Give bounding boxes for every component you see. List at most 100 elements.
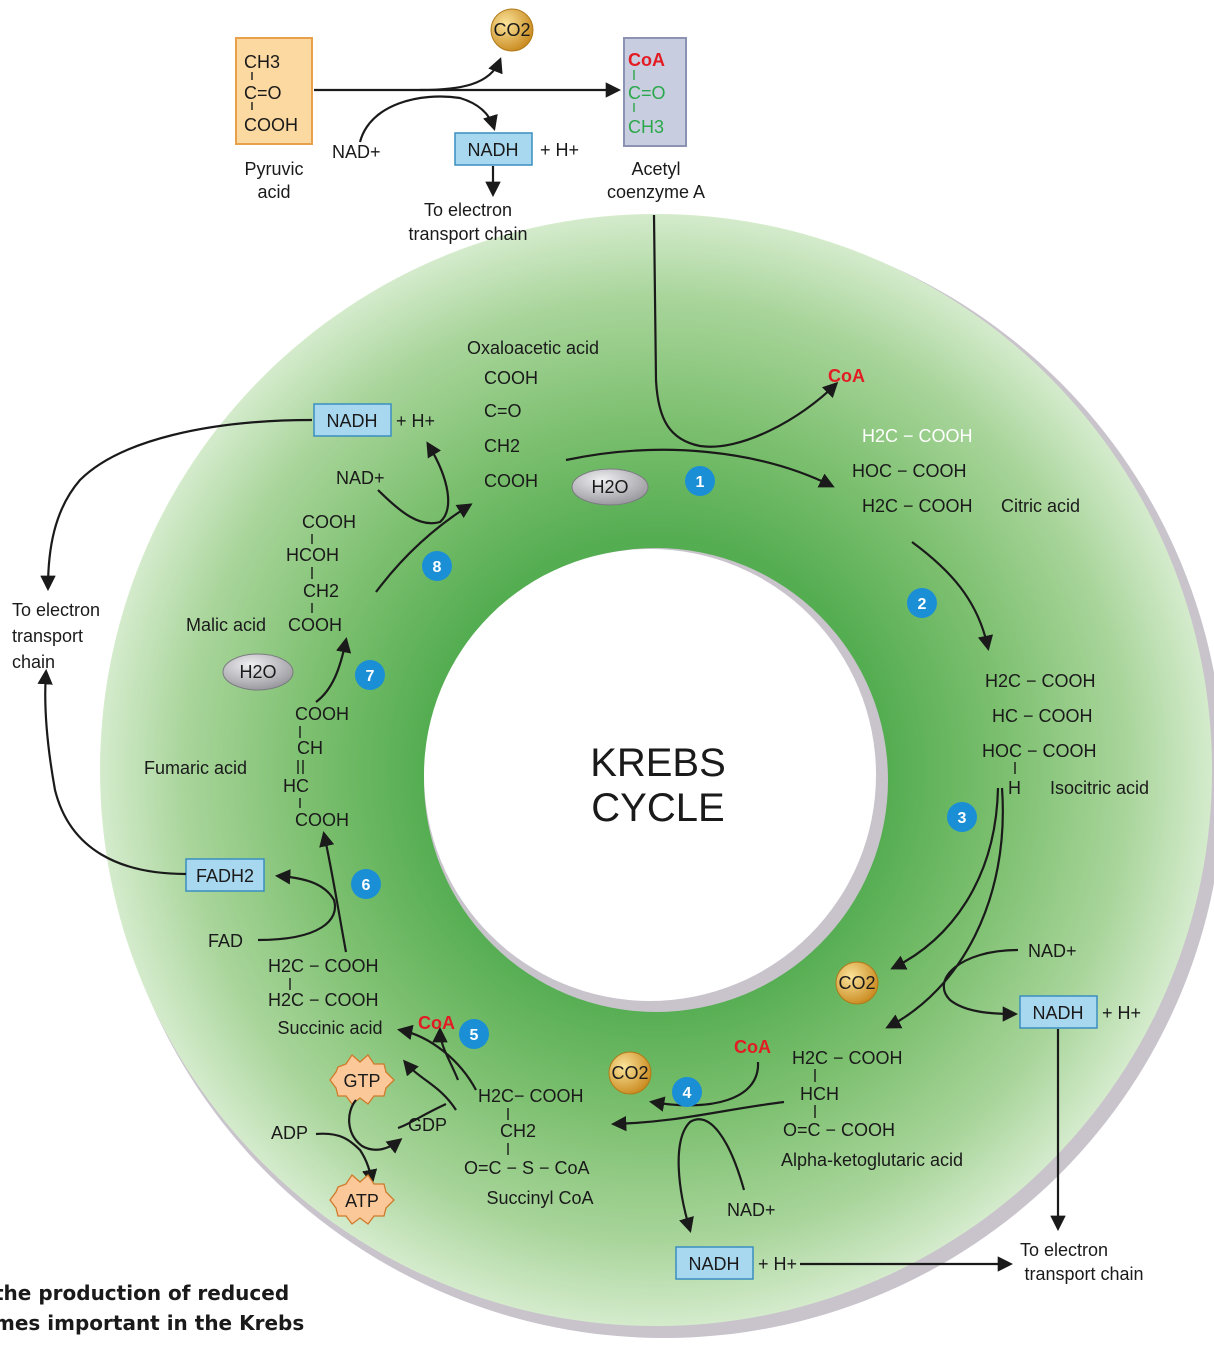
- succinic-acid: H2C − COOH H2C − COOH Succinic acid: [268, 956, 383, 1038]
- isocitric-line: HOC − COOH: [982, 741, 1097, 761]
- arrow-step7: [315, 636, 352, 703]
- arrow-step5-main: [396, 1024, 477, 1091]
- nadh-step3: NADH: [1019, 995, 1098, 1029]
- nad-step4: NAD+: [727, 1200, 776, 1220]
- h2o-step7: H2O: [222, 653, 294, 691]
- arrow-nad-to-nadh-top: [358, 95, 498, 143]
- nadh-step4-label: NADH: [688, 1254, 739, 1274]
- malic-line: CH2: [303, 581, 339, 601]
- fumaric-line: HC: [283, 776, 309, 796]
- etc-top-line1: To electron: [424, 200, 512, 220]
- adp-label: ADP: [271, 1123, 308, 1143]
- fadh2-label: FADH2: [196, 866, 254, 886]
- gtp-badge: GTP: [329, 1054, 395, 1105]
- step-badge-1: 1: [685, 466, 715, 496]
- succinic-line: H2C − COOH: [268, 956, 379, 976]
- arrow-gdp-branch: [397, 1103, 447, 1130]
- acetyl-coa: CoA C=O CH3 Acetyl coenzyme A: [607, 37, 705, 202]
- arrow-step5-coa: [432, 1026, 460, 1081]
- co2-step3: CO2: [835, 961, 879, 1005]
- succinic-line: H2C − COOH: [268, 990, 379, 1010]
- malic-name: Malic acid: [186, 615, 266, 635]
- nadh-step8-label: NADH: [326, 411, 377, 431]
- arrow-step8: [375, 503, 473, 593]
- acetyl-name2: coenzyme A: [607, 182, 705, 202]
- pyruvic-box: [235, 37, 313, 145]
- succinic-name: Succinic acid: [277, 1018, 382, 1038]
- fumaric-line: COOH: [295, 810, 349, 830]
- nadh-step4-hplus: + H+: [758, 1254, 797, 1274]
- alpha-name: Alpha-ketoglutaric acid: [781, 1150, 963, 1170]
- arrow-step8-nad: [377, 441, 450, 525]
- citric-acid: H2C − COOH HOC − COOH H2C − COOH Citric …: [852, 426, 1080, 516]
- succinyl-line: CH2: [500, 1121, 536, 1141]
- nadh-top-hplus: + H+: [540, 140, 579, 160]
- pyruvic-name1: Pyruvic: [244, 159, 303, 179]
- oxaloacetic-line: CH2: [484, 436, 520, 456]
- nadh-step3-hplus: + H+: [1102, 1003, 1141, 1023]
- malic-line: HCOH: [286, 545, 339, 565]
- fumaric-line: CH: [297, 738, 323, 758]
- h2o-step7-label: H2O: [239, 662, 276, 682]
- succinyl-line: H2C− COOH: [478, 1086, 584, 1106]
- pyruvic-name2: acid: [257, 182, 290, 202]
- arrow-fadh2-to-etc: [37, 668, 187, 876]
- citric-line: HOC − COOH: [852, 461, 967, 481]
- arrow-gtp-gdp: [348, 1099, 403, 1154]
- isocitric-line: HC − COOH: [992, 706, 1093, 726]
- arrow-step4-co2: [648, 1061, 760, 1112]
- malic-line: COOH: [288, 615, 342, 635]
- caption-line1: the production of reduced: [0, 1281, 289, 1305]
- step-badge-2: 2: [907, 588, 937, 618]
- arrow-adp-atp: [315, 1132, 378, 1186]
- step-badge-4: 4: [672, 1077, 702, 1107]
- nadh-step8-hplus: + H+: [396, 411, 435, 431]
- arrow-step4-nadh: [677, 1118, 746, 1233]
- gdp-label: GDP: [408, 1115, 447, 1135]
- step-number: 3: [958, 810, 967, 827]
- citric-line: H2C − COOH: [862, 496, 973, 516]
- succinyl-line: O=C − S − CoA: [464, 1158, 590, 1178]
- step-badge-3: 3: [947, 802, 977, 832]
- etc-right-line1: To electron: [1020, 1240, 1108, 1260]
- cycle-ring: [100, 214, 1214, 1338]
- atp-badge: ATP: [329, 1174, 395, 1225]
- alpha-line: HCH: [800, 1084, 839, 1104]
- acetyl-name1: Acetyl: [631, 159, 680, 179]
- arrow-nadh8-to-etc: [40, 418, 313, 592]
- coa-step5: CoA: [418, 1013, 455, 1033]
- caption-line2: mes important in the Krebs: [0, 1311, 304, 1335]
- pyruvic-line3: COOH: [244, 115, 298, 135]
- fumaric-name: Fumaric acid: [144, 758, 247, 778]
- arrow-step3-nadh: [942, 948, 1019, 1022]
- coa-released: CoA: [828, 366, 865, 386]
- etc-left-line3: chain: [12, 652, 55, 672]
- fad-label: FAD: [208, 931, 243, 951]
- step-number: 6: [362, 877, 371, 894]
- etc-top-line2: transport chain: [408, 224, 527, 244]
- pyruvic-line2: C=O: [244, 83, 282, 103]
- arrow-step3-co2: [890, 787, 1000, 970]
- fumaric-line: COOH: [295, 704, 349, 724]
- co2-top: CO2: [490, 8, 534, 52]
- arrow-step1: [565, 448, 835, 488]
- succinyl-coa: H2C− COOH CH2 O=C − S − CoA Succinyl CoA: [464, 1086, 594, 1208]
- acetyl-line3: CH3: [628, 117, 664, 137]
- malic-acid: COOH HCOH CH2 COOH Malic acid: [186, 512, 356, 635]
- fumaric-acid: COOH CH HC COOH Fumaric acid: [144, 704, 349, 830]
- nadh-step4: NADH: [675, 1246, 754, 1280]
- h2o-step1-label: H2O: [591, 477, 628, 497]
- arrow-to-co2-top: [419, 57, 503, 92]
- alpha-ketoglutaric-acid: CoA H2C − COOH HCH O=C − COOH Alpha-keto…: [734, 1037, 963, 1170]
- co2-step4-label: CO2: [611, 1063, 648, 1083]
- etc-left-line1: To electron: [12, 600, 100, 620]
- h2o-step1: H2O: [571, 468, 649, 506]
- step-number: 4: [683, 1085, 692, 1102]
- isocitric-line: H: [1008, 778, 1021, 798]
- step-number: 7: [366, 668, 375, 685]
- step-number: 5: [470, 1027, 479, 1044]
- arrow-step6: [319, 830, 348, 953]
- nadh-top: NADH: [454, 132, 533, 166]
- step-number: 8: [433, 559, 442, 576]
- succinyl-name: Succinyl CoA: [486, 1188, 593, 1208]
